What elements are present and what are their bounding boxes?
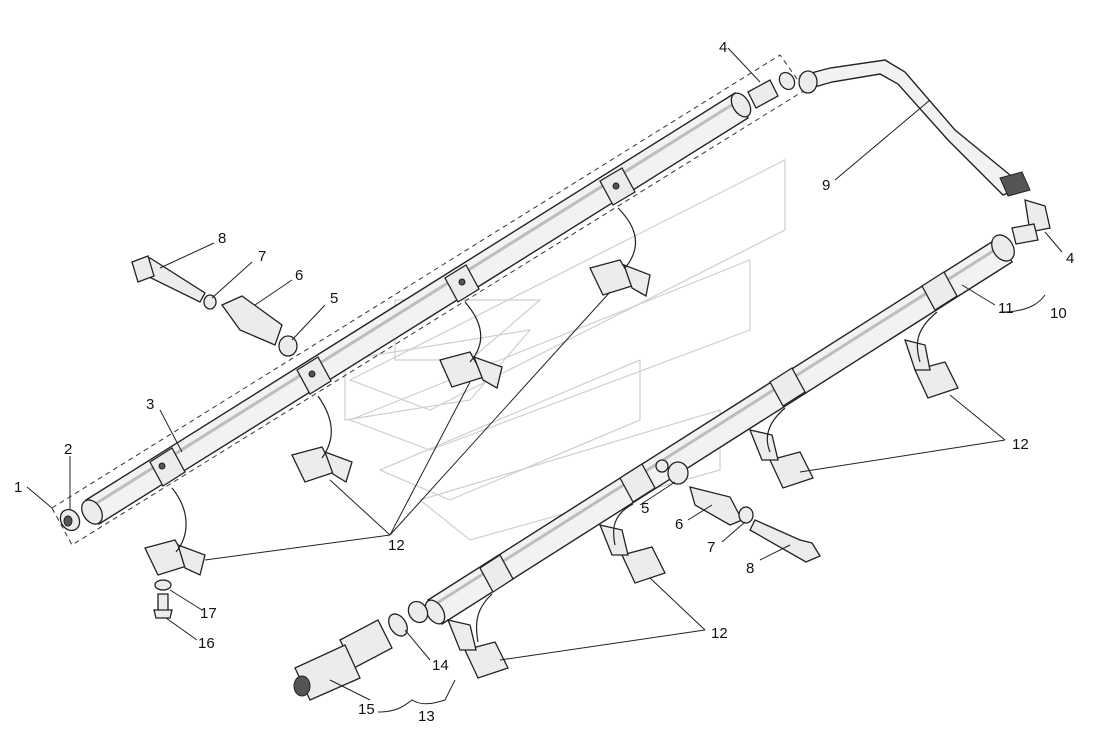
callout-5-lower: 5 (641, 500, 649, 517)
bolt-set-upper (131, 255, 298, 357)
callout-12-bottom: 12 (711, 625, 728, 642)
callout-2: 2 (64, 441, 72, 458)
callout-8-upper: 8 (218, 230, 226, 247)
leader-lines (26, 47, 1063, 713)
callout-6-lower: 6 (675, 516, 683, 533)
callout-7-upper: 7 (258, 248, 266, 265)
callout-4-lower: 4 (1066, 250, 1074, 267)
screw-16-17 (153, 579, 173, 619)
callout-16: 16 (198, 635, 215, 652)
callout-9: 9 (822, 177, 830, 194)
callout-10: 10 (1050, 305, 1067, 322)
callout-4-upper: 4 (719, 39, 727, 56)
assembly-arrows (171, 207, 938, 643)
callout-1: 1 (14, 479, 22, 496)
callout-13: 13 (418, 708, 435, 725)
callout-8-lower: 8 (746, 560, 754, 577)
callout-3: 3 (146, 396, 154, 413)
callout-12-right: 12 (1012, 436, 1029, 453)
callout-14: 14 (432, 657, 449, 674)
upper-fuel-rail (81, 92, 752, 525)
clamps-12 (144, 259, 959, 679)
callout-17: 17 (200, 605, 217, 622)
callout-6-upper: 6 (295, 267, 303, 284)
callout-7-lower: 7 (707, 539, 715, 556)
bolt-set-lower (667, 461, 821, 563)
callout-15: 15 (358, 701, 375, 718)
callout-12-left: 12 (388, 537, 405, 554)
pipe-9 (798, 59, 1051, 245)
plug-2 (59, 508, 81, 532)
callout-labels: 1 2 3 4 4 5 5 6 6 7 7 8 8 9 10 11 12 12 … (14, 39, 1074, 725)
fitting-13 (293, 600, 429, 701)
callout-11: 11 (998, 300, 1014, 317)
lower-fuel-rail (424, 234, 1015, 625)
fitting-4-upper (747, 71, 796, 109)
callout-5-upper: 5 (330, 290, 338, 307)
